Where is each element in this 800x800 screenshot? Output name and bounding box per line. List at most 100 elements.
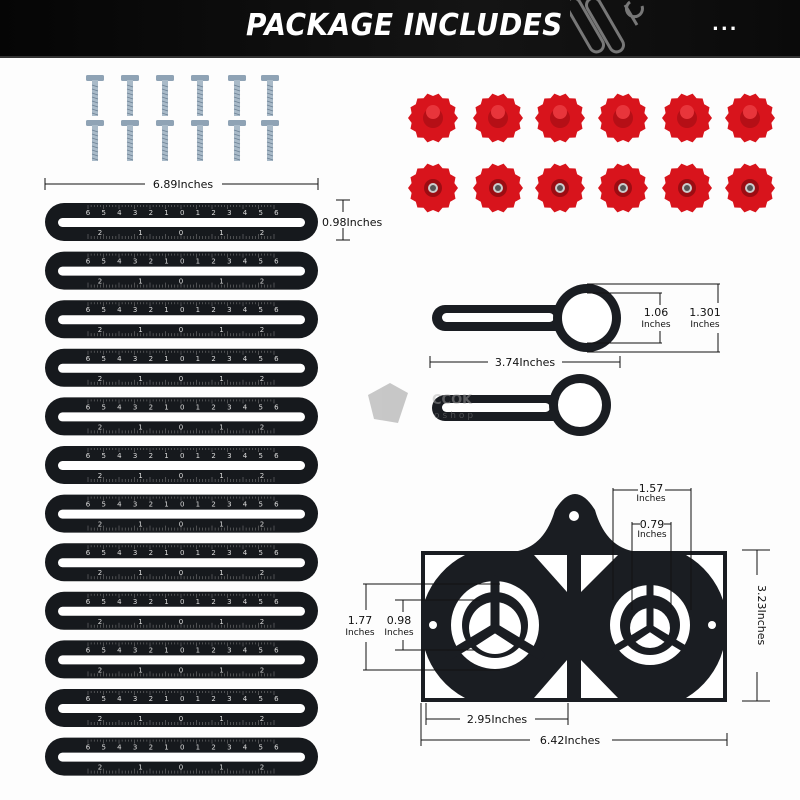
ruler-bottom-number: 0 <box>179 666 183 674</box>
ruler-bottom-number: 0 <box>179 423 183 431</box>
knob <box>662 93 712 143</box>
ruler-top-number: 3 <box>227 695 231 703</box>
ruler-bottom-number: 2 <box>98 326 102 334</box>
ruler-top-number: 3 <box>133 646 137 654</box>
ruler-bottom-number: 2 <box>260 229 264 237</box>
key-tool-dimensions <box>429 283 720 368</box>
ruler-top-number: 0 <box>180 598 184 606</box>
header-banner: PACKAGE INCLUDES ... <box>0 0 800 58</box>
left-circle-cutout <box>445 575 545 669</box>
ruler-top-number: 1 <box>196 646 200 654</box>
ruler-top-number: 0 <box>180 549 184 557</box>
ruler-top-number: 6 <box>274 209 279 217</box>
ruler-bottom-number: 2 <box>98 423 102 431</box>
ruler-top-number: 6 <box>274 306 279 314</box>
ruler-top-number: 6 <box>86 549 91 557</box>
ruler-top-number: 2 <box>211 744 215 752</box>
ruler-top-number: 1 <box>196 501 200 509</box>
template-height-label: 3.23Inches <box>755 585 768 645</box>
ruler-top-number: 2 <box>211 306 215 314</box>
bolt <box>191 75 209 116</box>
key-length-label: 3.74Inches <box>495 356 555 369</box>
ruler-top-number: 5 <box>258 695 262 703</box>
ruler-top-number: 2 <box>211 452 215 460</box>
ruler-bottom-number: 1 <box>138 278 142 286</box>
ruler-top-number: 5 <box>258 549 262 557</box>
knob <box>408 93 458 143</box>
ruler-top-number: 2 <box>149 695 153 703</box>
bolt <box>156 75 174 116</box>
ruler-top-number: 5 <box>101 744 105 752</box>
svg-text:oshop: oshop <box>434 411 476 421</box>
ruler-bottom-number: 2 <box>260 472 264 480</box>
ruler-top-number: 3 <box>227 501 231 509</box>
bolt <box>261 120 279 161</box>
ruler-bottom-number: 1 <box>138 423 142 431</box>
ruler-top-number: 0 <box>180 695 184 703</box>
ruler-bottom-number: 0 <box>179 229 183 237</box>
ruler-top-number: 3 <box>227 452 231 460</box>
ruler-top-number: 6 <box>274 258 279 266</box>
ruler-top-number: 4 <box>117 306 122 314</box>
ruler-bottom-number: 1 <box>138 229 142 237</box>
ruler-top-number: 1 <box>164 695 168 703</box>
ruler-bottom-number: 1 <box>138 666 142 674</box>
ruler-top-number: 6 <box>274 598 279 606</box>
ruler-top-number: 5 <box>258 501 262 509</box>
ruler-bottom-number: 2 <box>260 764 264 772</box>
ruler-top-number: 0 <box>180 209 184 217</box>
ruler-bottom-number: 2 <box>98 375 102 383</box>
left-inner-value: 0.98 <box>387 614 412 627</box>
ruler-bottom-number: 1 <box>138 326 142 334</box>
ruler-top-number: 2 <box>211 646 215 654</box>
ruler-bottom-number: 0 <box>179 764 183 772</box>
ruler-bottom-number: 1 <box>219 618 223 626</box>
ruler-bottom-number: 1 <box>219 715 223 723</box>
template-half-width-label: 2.95Inches <box>467 713 527 726</box>
ruler-top-number: 2 <box>149 744 153 752</box>
ruler-top-number: 6 <box>86 744 91 752</box>
ruler-bottom-number: 1 <box>219 375 223 383</box>
ruler-bottom-number: 2 <box>98 764 102 772</box>
knob <box>598 163 648 213</box>
ruler-bottom-number: 1 <box>219 326 223 334</box>
ruler-top-number: 1 <box>164 501 168 509</box>
ruler-top-number: 3 <box>227 646 231 654</box>
ruler-top-number: 6 <box>86 646 91 654</box>
knob <box>598 93 648 143</box>
template-dimensions <box>363 488 770 746</box>
ruler-bottom-number: 0 <box>179 569 183 577</box>
ruler-bottom-number: 1 <box>138 569 142 577</box>
ruler-top-number: 5 <box>258 209 262 217</box>
ruler-top-number: 2 <box>211 209 215 217</box>
ruler-top-number: 3 <box>133 452 137 460</box>
ruler-top-number: 3 <box>133 306 137 314</box>
ruler-bottom-number: 1 <box>138 618 142 626</box>
ruler-top-number: 1 <box>164 646 168 654</box>
ruler-top-number: 6 <box>86 403 91 411</box>
ruler-top-number: 2 <box>149 355 153 363</box>
ruler-top-number: 3 <box>133 695 137 703</box>
ruler-bottom-number: 2 <box>260 569 264 577</box>
knob <box>535 93 585 143</box>
ruler-top-number: 3 <box>133 744 137 752</box>
ruler-top-number: 1 <box>164 209 168 217</box>
knob <box>662 163 712 213</box>
ruler-bottom-number: 2 <box>98 715 102 723</box>
bolt <box>86 120 104 161</box>
ruler-bottom-number: 0 <box>179 618 183 626</box>
bolt <box>121 120 139 161</box>
bolt <box>121 75 139 116</box>
ruler-top-number: 6 <box>274 403 279 411</box>
ruler-top-number: 4 <box>243 549 248 557</box>
ruler-bottom-number: 1 <box>219 764 223 772</box>
ruler-bottom-number: 1 <box>138 715 142 723</box>
ruler-bottom-number: 2 <box>98 569 102 577</box>
ruler-top-number: 3 <box>227 598 231 606</box>
ruler-top-number: 1 <box>164 549 168 557</box>
ruler-top-number: 6 <box>86 258 91 266</box>
ruler-bottom-number: 0 <box>179 278 183 286</box>
ruler-top-number: 4 <box>243 695 248 703</box>
